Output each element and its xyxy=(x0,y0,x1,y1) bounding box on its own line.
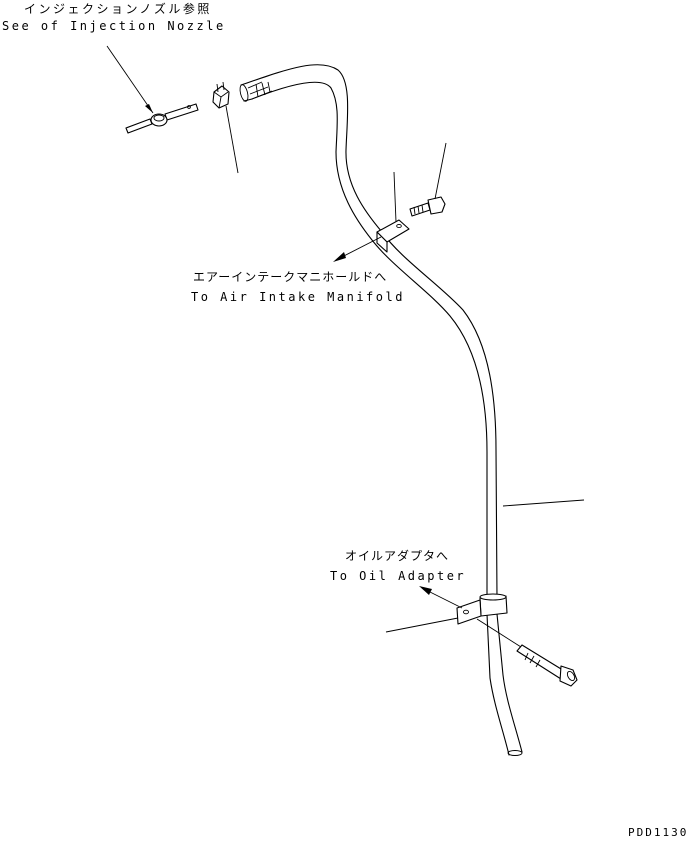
pipe-main xyxy=(246,64,523,756)
hose-clip xyxy=(212,81,239,174)
upper-clamp xyxy=(376,171,410,253)
upper-bolt xyxy=(409,142,447,217)
hose xyxy=(239,81,273,102)
pipe-leader xyxy=(502,499,585,507)
oil-en-label: To Oil Adapter xyxy=(330,569,467,583)
oil-jp-label: オイルアダプタへ xyxy=(345,549,450,563)
lower-bolt xyxy=(476,618,578,687)
arrow-intake xyxy=(333,236,382,262)
lower-clamp xyxy=(385,593,508,633)
injection-jp-label: インジェクションノズル参照 xyxy=(24,2,212,16)
arrow-oil xyxy=(419,586,463,609)
nozzle-fitting xyxy=(106,45,199,134)
injection-en-label: See of Injection Nozzle xyxy=(2,19,226,33)
intake-en-label: To Air Intake Manifold xyxy=(191,290,405,304)
intake-jp-label: エアーインテークマニホールドへ xyxy=(193,270,388,284)
drawing-code-label: PDD1130 xyxy=(628,826,689,839)
